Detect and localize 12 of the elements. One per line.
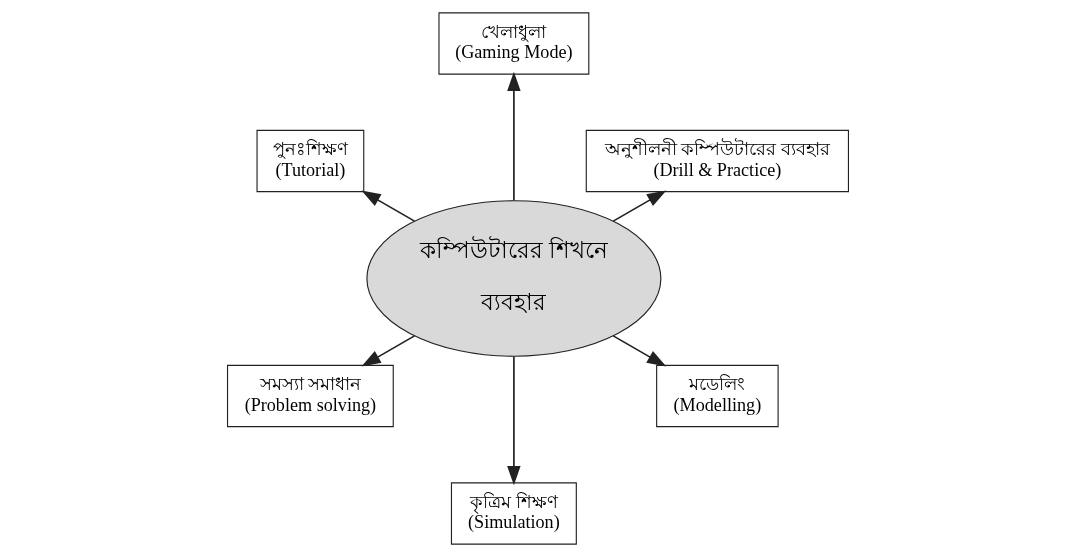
arrow: [612, 335, 667, 367]
arrow: [361, 190, 416, 222]
node-box: মডেলিং (Modelling): [656, 364, 779, 428]
arrow: [361, 335, 416, 367]
node-box: সমস্যা সমাধান (Problem solving): [226, 364, 394, 428]
node-box: খেলাধুলা (Gaming Mode): [438, 12, 590, 75]
node-box: পুনঃশিক্ষণ (Tutorial): [256, 129, 365, 193]
node-box: কৃত্রিম শিক্ষণ (Simulation): [450, 482, 577, 545]
arrow: [507, 355, 521, 486]
arrow: [612, 190, 667, 222]
arrow: [507, 71, 521, 202]
node-box: অনুশীলনী কম্পিউটারের ব্যবহার (Drill & Practice): [585, 129, 850, 193]
